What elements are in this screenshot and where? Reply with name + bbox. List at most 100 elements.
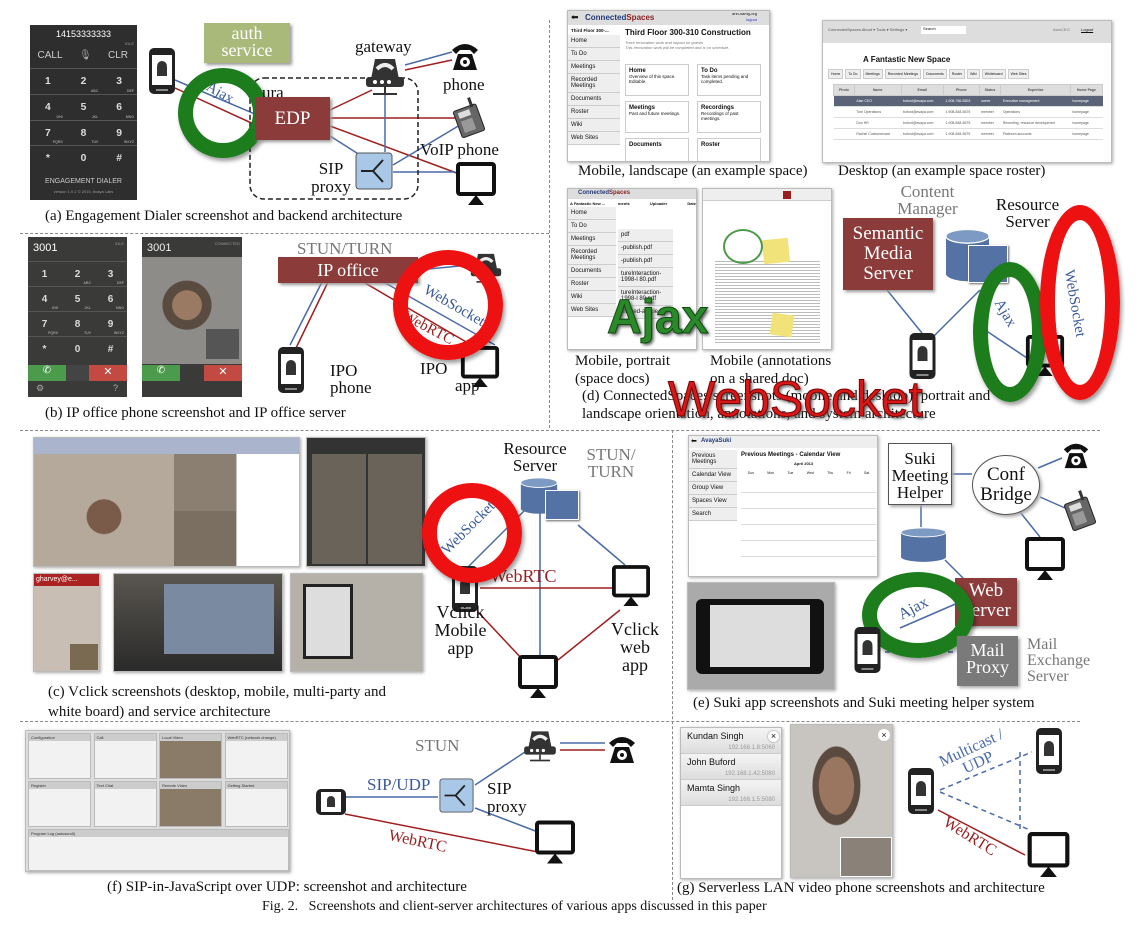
tab[interactable]: Uploader — [649, 201, 668, 206]
list-item[interactable]: Documents — [568, 93, 620, 106]
tab[interactable]: Tue — [787, 471, 794, 475]
list-item[interactable]: Home — [568, 35, 620, 48]
tab[interactable]: Thu — [827, 471, 834, 475]
tab[interactable]: To Do — [845, 69, 861, 79]
close-button[interactable]: × — [878, 729, 890, 741]
tab[interactable]: Recorded Meetings — [884, 69, 922, 79]
list-item[interactable]: Home — [568, 207, 616, 220]
column-header[interactable]: Home Page — [1069, 84, 1104, 96]
list-item[interactable]: -publish.pdf — [618, 255, 673, 268]
list-item[interactable]: Recorded Meetings — [568, 246, 616, 265]
back-arrow-icon[interactable]: ⬅ — [571, 12, 579, 22]
list-item[interactable]: pdf — [618, 229, 673, 242]
column-header[interactable]: Photo — [833, 84, 855, 96]
keypad-key-12[interactable]: # — [94, 336, 127, 361]
list-item[interactable]: blished-article.pdf — [618, 306, 673, 319]
list-item[interactable]: Roster — [568, 106, 620, 119]
column-header[interactable]: Phone — [942, 84, 980, 96]
nav-menu[interactable]: ConnectedSpaces About ▾ Tools ▾ Settings… — [828, 27, 908, 32]
tab[interactable]: Fri — [846, 471, 851, 475]
tab[interactable]: Sat — [864, 471, 870, 475]
tab[interactable]: Documents — [923, 69, 947, 79]
tab[interactable]: Wed — [806, 471, 814, 475]
column-header[interactable]: Status — [978, 84, 1002, 96]
tab[interactable]: Wiki — [967, 69, 980, 79]
back-arrow-icon[interactable]: ⬅ — [691, 438, 697, 445]
list-item[interactable]: Wiki — [568, 119, 620, 132]
tab[interactable]: Web Sites — [1007, 69, 1030, 79]
list-item[interactable]: Calendar View — [689, 469, 737, 482]
keypad-key-10[interactable]: * — [30, 145, 66, 171]
microphone-icon[interactable]: 🎙 — [79, 50, 92, 61]
list-item[interactable]: tureInteraction-1998-l 80.pdf — [618, 268, 673, 287]
column-header[interactable]: Email — [900, 84, 944, 96]
column-header[interactable]: Name — [853, 84, 902, 96]
space-card[interactable]: Documents — [625, 138, 689, 161]
keypad-key-1[interactable]: 1 — [30, 68, 66, 94]
call-button[interactable]: ✆ — [28, 365, 66, 381]
logout-link[interactable]: Logout — [1081, 27, 1094, 32]
list-item[interactable]: Web Sites — [568, 132, 620, 145]
list-item[interactable]: -publish.pdf — [618, 242, 673, 255]
list-item[interactable]: Web Sites — [568, 304, 616, 317]
annotation-toolbar[interactable] — [703, 189, 831, 201]
list-item[interactable]: Previous Meetings — [689, 450, 737, 469]
annotation-color-swatch[interactable] — [783, 191, 791, 199]
keypad-key-11[interactable]: 0 — [61, 336, 94, 361]
video-button[interactable] — [66, 365, 89, 381]
list-item[interactable]: Group View — [689, 482, 737, 495]
hangup-button[interactable]: ✕ — [204, 365, 242, 381]
keypad-key-12[interactable]: # — [101, 145, 137, 171]
call-button[interactable]: ✆ — [142, 365, 180, 381]
logout-link[interactable]: logout — [746, 17, 757, 22]
tab[interactable]: Mon — [767, 471, 775, 475]
tab[interactable]: Date — [687, 201, 696, 206]
clear-button[interactable]: CLR — [107, 50, 128, 61]
browser-tabs[interactable] — [34, 438, 299, 454]
keypad-key-10[interactable]: * — [28, 336, 61, 361]
list-item[interactable]: Search — [689, 508, 737, 521]
list-item[interactable]: To Do — [568, 48, 620, 61]
help-icon[interactable]: ? — [113, 383, 119, 393]
list-item[interactable]: Wiki — [568, 291, 616, 304]
call-button[interactable]: CALL — [37, 50, 63, 61]
tab[interactable]: Roster — [948, 69, 966, 79]
column-header[interactable]: Expertise — [1000, 84, 1071, 96]
close-button[interactable]: × — [768, 731, 779, 742]
hangup-button[interactable]: ✕ — [89, 365, 127, 381]
list-item[interactable]: Spaces View — [689, 495, 737, 508]
list-item[interactable]: Roster — [568, 278, 616, 291]
list-item[interactable]: Documents — [568, 265, 616, 278]
keypad-key-1[interactable]: 1 — [28, 261, 61, 286]
tab[interactable]: Whiteboard — [981, 69, 1006, 79]
search-input[interactable]: Search — [921, 26, 966, 34]
tab[interactable]: Meetings — [862, 69, 883, 79]
settings-icon[interactable]: ⚙ — [36, 383, 45, 393]
list-item[interactable]: Meetings — [568, 61, 620, 74]
